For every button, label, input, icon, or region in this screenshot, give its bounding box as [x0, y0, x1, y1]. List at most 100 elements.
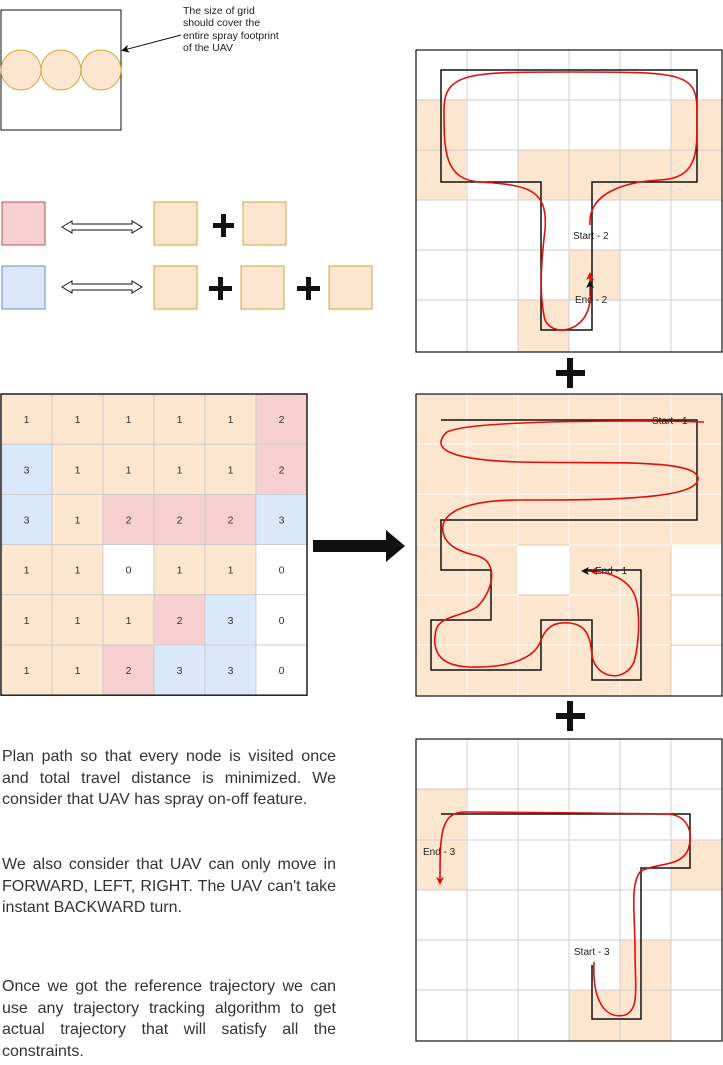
pink-cell-swatch: [1, 201, 46, 246]
grid-cell-value: 1: [126, 414, 132, 426]
grid-frame: [0, 393, 308, 696]
plus-icon: [209, 277, 232, 300]
blue-cell-swatch: [1, 265, 46, 310]
footprint-illustration: [0, 9, 182, 131]
grid-cell-value: 3: [279, 515, 285, 527]
grid-cell-value: 1: [24, 615, 30, 627]
grid-cell-value: 1: [75, 665, 81, 677]
grid-cell-value: 1: [75, 565, 81, 577]
legend-equivalence: [1, 201, 373, 310]
start-label: Start - 1: [652, 416, 688, 427]
end-label: End - 1: [595, 566, 628, 577]
spray-footprint-circle: [0, 49, 42, 91]
grid-cell: [51, 393, 104, 445]
trajectory-path: [443, 71, 698, 331]
grid-cell-value: 1: [126, 464, 132, 476]
spray-footprint-circle: [80, 49, 122, 91]
trajectory-panel-3: Start - 3 End - 3: [415, 738, 723, 1042]
grid-cell: [204, 544, 257, 596]
grid-cell: [51, 594, 104, 646]
grid-cell-value: 1: [177, 464, 183, 476]
grid-cell-value: 2: [177, 615, 183, 627]
trajectory-path: [436, 811, 691, 1017]
reference-polygon: [441, 813, 691, 1020]
grid-cell-value: 3: [24, 515, 30, 527]
end-label: End - 3: [423, 847, 456, 858]
orange-cell-swatch: [153, 201, 198, 246]
grid-cell-value: 0: [279, 615, 285, 627]
spray-footprint-circle: [40, 49, 82, 91]
end-label: End - 2: [575, 295, 608, 306]
grid-cell: [51, 544, 104, 596]
orange-cell-swatch: [153, 265, 198, 310]
grid-cell-value: 1: [75, 414, 81, 426]
grid-cell-value: 1: [75, 615, 81, 627]
grid-cell-value: 1: [75, 515, 81, 527]
grid-cell-value: 1: [177, 414, 183, 426]
plus-icon: [556, 701, 585, 731]
grid-cell-value: 1: [24, 565, 30, 577]
grid-cell-value: 2: [177, 515, 183, 527]
grid-cell: [153, 594, 206, 646]
grid-cell: [255, 493, 308, 545]
grid-cell-value: 2: [126, 665, 132, 677]
grid-cell-value: 1: [24, 414, 30, 426]
description-paragraph: Plan path so that every node is visited …: [2, 748, 336, 808]
grid-cell-value: 2: [279, 464, 285, 476]
grid-cell-value: 3: [228, 615, 234, 627]
grid-cell-value: 0: [126, 565, 132, 577]
grid-cell: [102, 644, 155, 696]
grid-cell-value: 1: [177, 565, 183, 577]
grid-cell: [102, 493, 155, 545]
grid-cell-value: 1: [24, 665, 30, 677]
panel-frame: [415, 49, 723, 353]
grid-cell-value: 1: [228, 464, 234, 476]
grid-cell: [0, 393, 53, 445]
double-arrow-icon: [61, 220, 143, 234]
trajectory-panel-2: Start - 2 End - 2: [415, 49, 723, 353]
plus-icon: [556, 358, 585, 388]
reference-polygon: [430, 419, 698, 681]
start-label: Start - 3: [574, 947, 610, 958]
grid-cell: [51, 443, 104, 495]
orange-cell-swatch: [328, 265, 373, 310]
trajectory-panel-1: Start - 1 End - 1: [415, 393, 723, 697]
double-arrow-icon: [61, 280, 143, 294]
grid-cell: [255, 644, 308, 696]
grid-cell: [51, 644, 104, 696]
start-label: Start - 2: [573, 231, 609, 242]
grid-cell-value: 2: [126, 515, 132, 527]
grid-cell-value: 1: [228, 414, 234, 426]
orange-cell-swatch: [240, 265, 285, 310]
grid-cell: [102, 594, 155, 646]
grid-cell-value: 0: [279, 565, 285, 577]
grid-cell: [102, 443, 155, 495]
panel-frame: [415, 738, 723, 1042]
grid-cell: [102, 393, 155, 445]
grid-cell: [204, 443, 257, 495]
trajectory-path: [433, 420, 705, 677]
grid-cell-value: 3: [228, 665, 234, 677]
grid-cell: [204, 594, 257, 646]
orange-cell-swatch: [242, 201, 287, 246]
grid-cell-value: 2: [228, 515, 234, 527]
plus-icon: [213, 214, 234, 237]
right-arrow-icon: [313, 530, 405, 562]
plus-icon: [297, 277, 320, 300]
note-pointer-arrow: [121, 34, 182, 53]
description-paragraph: We also consider that UAV can only move …: [2, 856, 336, 916]
grid-cell-value: 1: [228, 565, 234, 577]
grid-cell: [255, 544, 308, 596]
grid-cell-value: 1: [75, 464, 81, 476]
panel-frame: [415, 393, 723, 697]
grid-cell-value: 3: [177, 665, 183, 677]
grid-cell-value: 0: [279, 665, 285, 677]
footprint-note: The size of grid should cover the entire…: [183, 5, 279, 55]
grid-cell: [0, 493, 53, 545]
grid-cell-value: 2: [279, 414, 285, 426]
grid-cell: [204, 493, 257, 545]
grid-cell-value: 1: [126, 615, 132, 627]
grid-cell-value: 3: [24, 464, 30, 476]
description-paragraph: Once we got the reference trajectory we …: [2, 978, 336, 1060]
